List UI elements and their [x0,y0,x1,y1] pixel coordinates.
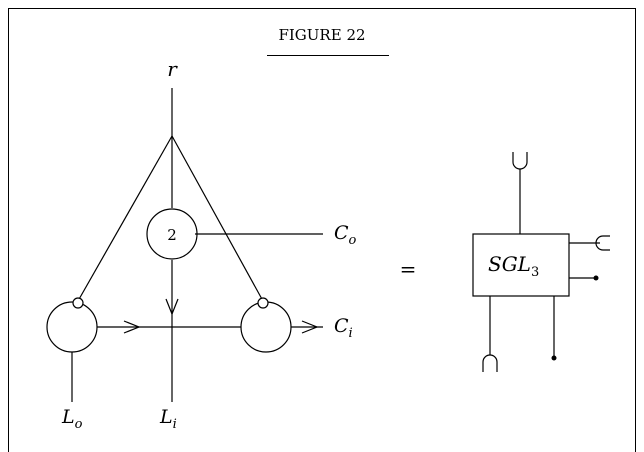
right-node-circle [240,301,292,353]
label-c-o: Co [334,222,357,248]
right-diagram [472,152,610,372]
equals-sign: = [400,257,417,281]
trunk-arrowhead [165,298,179,316]
triangle-right-side [171,135,264,302]
label-l-i: Li [159,406,177,432]
bottom-right-wire-dot [551,355,557,361]
label-l-o: Lo [61,406,83,432]
label-r: r [167,57,178,81]
sgl3-label: SGL3 [488,252,539,280]
right-node-small-circle [257,297,269,309]
horizontal-arrowhead [123,320,141,334]
bottom-cap-connector [482,354,498,372]
figure-title: FIGURE 22 [278,26,365,44]
label-c-i: Ci [334,315,353,341]
sgl3-block [472,233,570,297]
left-diagram [46,88,323,402]
node-2-label: 2 [167,226,177,244]
left-node-circle [46,301,98,353]
figure-frame [8,8,636,452]
triangle-left-side [77,135,173,302]
left-node-small-circle [72,297,84,309]
right-cup-connector [595,235,610,251]
right-bottom-wire-dot [593,275,599,281]
top-cup-connector [512,152,528,170]
output-arrowhead [301,320,319,334]
